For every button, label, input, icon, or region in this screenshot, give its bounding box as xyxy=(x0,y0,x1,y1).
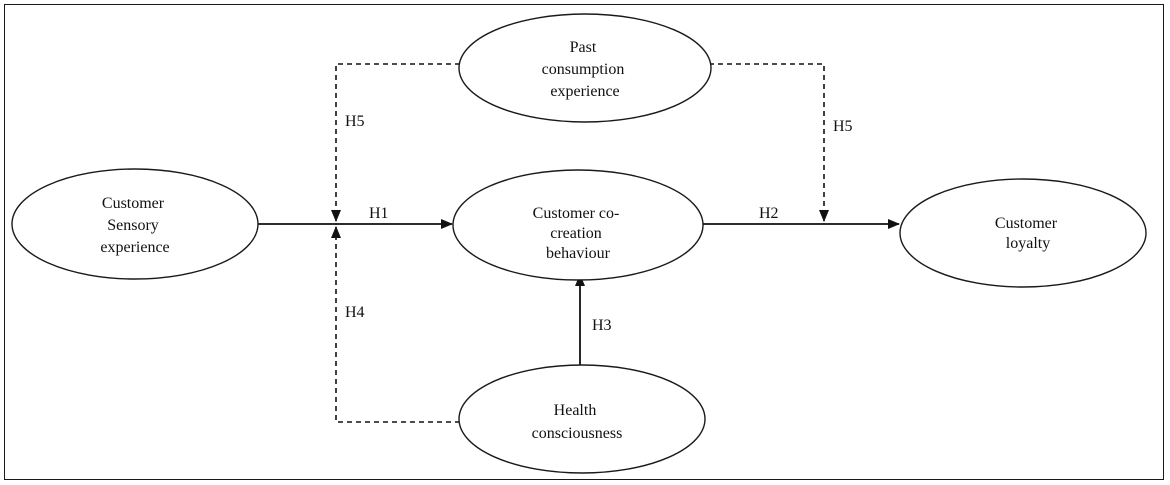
node-text-line: Customer xyxy=(995,215,1058,232)
node-health-consciousness: Health consciousness xyxy=(458,364,706,474)
node-customer-cocreation-behaviour: Customer co- creation behaviour xyxy=(452,169,704,281)
node-text-line: consciousness xyxy=(532,425,623,442)
svg-text:Past consumption e: Past consumption experience xyxy=(542,39,629,100)
svg-text:Customer co- creation: Customer co- creation behaviour xyxy=(533,205,624,262)
edge-h5-left-line xyxy=(331,63,460,222)
node-text-line: experience xyxy=(100,239,169,256)
node-text-line: loyalty xyxy=(1006,235,1050,252)
node-text-line: consumption xyxy=(542,61,625,78)
node-text-line: Customer xyxy=(102,195,165,212)
diagram-frame xyxy=(4,4,1164,480)
node-customer-sensory-experience: Customer Sensory experience xyxy=(11,168,259,280)
node-text-line: Sensory xyxy=(107,217,159,234)
edge-label-h3: H3 xyxy=(592,317,612,334)
node-text-line: Past xyxy=(570,39,597,56)
edge-label-h5-left: H5 xyxy=(345,113,365,130)
node-past-consumption-experience: Past consumption experience xyxy=(458,13,712,123)
node-customer-loyalty: Customer loyalty xyxy=(899,178,1147,288)
svg-text:Customer Sensory e: Customer Sensory experience xyxy=(100,195,169,256)
node-text-line: Customer co- xyxy=(533,205,620,222)
edge-h4-line xyxy=(331,226,460,423)
svg-text:Health consciousness: Health consciousness xyxy=(532,402,623,442)
edge-h5-right-line xyxy=(709,63,829,222)
edge-label-h2: H2 xyxy=(759,205,779,222)
node-text-line: behaviour xyxy=(546,245,611,262)
svg-text:Customer loyalty: Customer loyalty xyxy=(995,215,1061,252)
edge-label-h1: H1 xyxy=(369,205,389,222)
node-text-line: Health xyxy=(554,402,597,419)
edge-label-h4: H4 xyxy=(345,304,365,321)
node-text-line: creation xyxy=(550,225,602,242)
edge-label-h5-right: H5 xyxy=(833,118,853,135)
node-text-line: experience xyxy=(550,83,619,100)
